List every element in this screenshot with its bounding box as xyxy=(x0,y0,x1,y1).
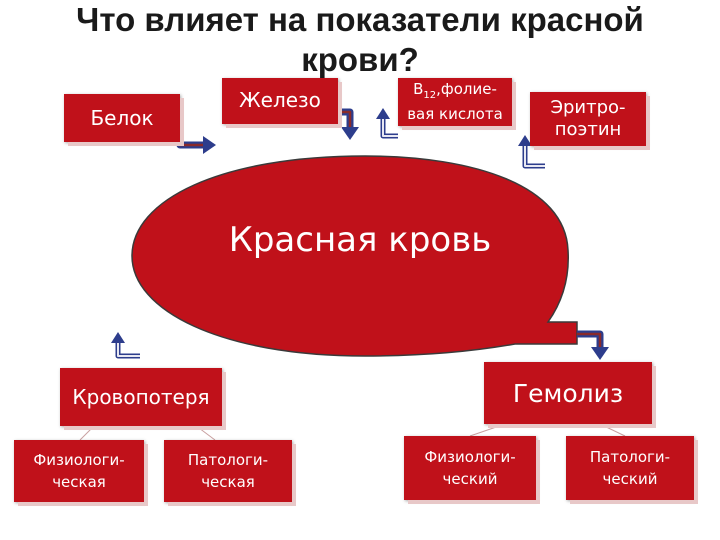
hemolysis-pathological-line-2: ческий xyxy=(602,470,658,488)
hemolysis-physiological-line-2: ческий xyxy=(442,470,498,488)
diagram-title: Что влияет на показатели красной крови? xyxy=(0,0,720,80)
blood-loss-pathological-line-2: ческая xyxy=(201,473,255,491)
iron-box: Железо xyxy=(222,78,338,124)
b12-rest: ,фолие- xyxy=(436,80,497,98)
b12-subscript: 12 xyxy=(423,90,437,101)
arrow-protein-icon xyxy=(176,124,216,154)
connector-line xyxy=(599,423,626,437)
arrow-iron-icon xyxy=(338,108,359,140)
hemolysis-pathological-line-1: Патологи- xyxy=(589,448,671,466)
b12-box: B12,фолие- вая кислота xyxy=(398,78,512,126)
blood-loss-physiological-line-1: Физиологи- xyxy=(33,451,125,469)
arrow-hemolysis-icon xyxy=(577,330,609,360)
protein-box: Белок xyxy=(64,94,180,142)
epo-line-2: поэтин xyxy=(554,119,622,140)
blood-loss-box: Кровопотеря xyxy=(60,368,222,426)
epo-line-1: Эритро- xyxy=(550,97,626,118)
arrow-b12-icon xyxy=(376,108,398,139)
connector-line xyxy=(469,423,506,437)
blood-loss-pathological-line-1: Патологи- xyxy=(187,451,269,469)
title-line-2: крови? xyxy=(301,41,419,78)
b12-line-2: вая кислота xyxy=(407,105,503,123)
blood-loss-label: Кровопотеря xyxy=(72,385,210,409)
hemolysis-physiological-line-1: Физиологи- xyxy=(424,448,516,466)
connector-line xyxy=(79,424,96,441)
blood-loss-pathological-box: Патологи- ческая xyxy=(164,440,292,502)
blood-loss-physiological-box: Физиологи- ческая xyxy=(14,440,144,502)
b12-letter: B xyxy=(413,80,424,98)
red-blood-label: Красная кровь xyxy=(228,220,492,260)
protein-label: Белок xyxy=(90,106,154,130)
title-line-1: Что влияет на показатели красной xyxy=(76,1,644,38)
connector-line xyxy=(194,424,216,441)
arrow-blood-loss-icon xyxy=(111,332,140,359)
epo-box: Эритро- поэтин xyxy=(530,92,646,146)
red-blood-blob xyxy=(131,155,578,357)
hemolysis-box: Гемолиз xyxy=(484,362,652,424)
iron-label: Железо xyxy=(239,88,321,112)
blood-loss-physiological-line-2: ческая xyxy=(52,473,106,491)
b12-line-1: B12,фолие- xyxy=(413,80,497,105)
arrow-epo-icon xyxy=(518,135,545,169)
hemolysis-pathological-box: Патологи- ческий xyxy=(566,436,694,500)
hemolysis-label: Гемолиз xyxy=(512,378,624,408)
hemolysis-physiological-box: Физиологи- ческий xyxy=(404,436,536,500)
